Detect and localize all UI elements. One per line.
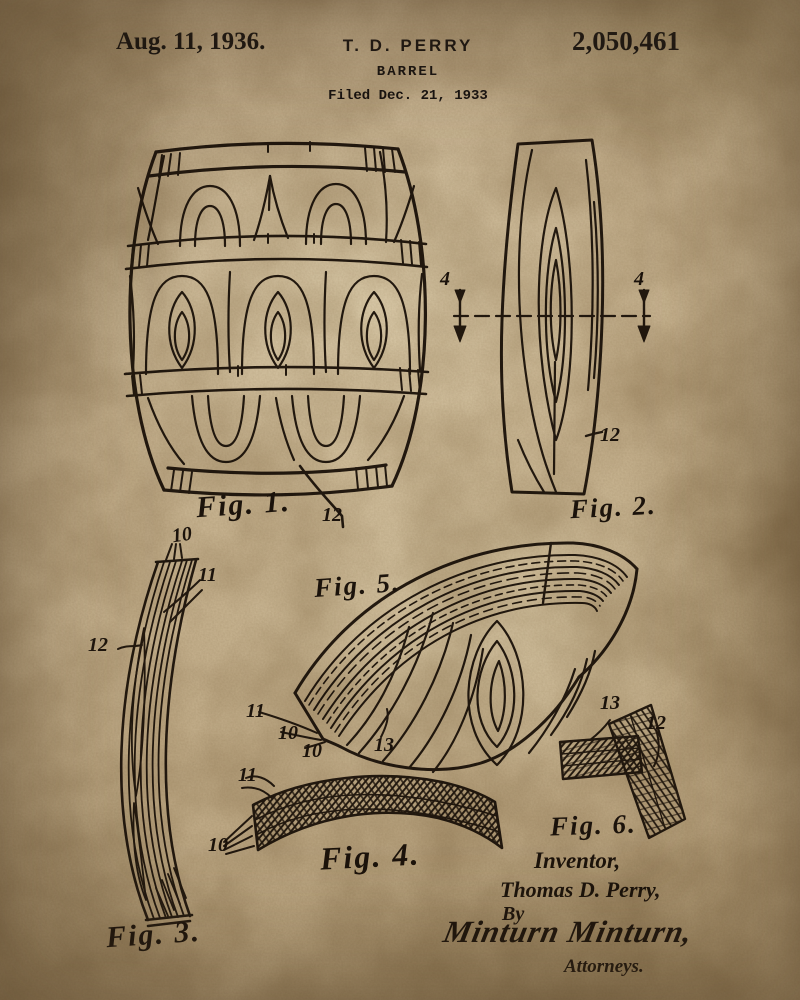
fig3-ref-11: 11 [198, 564, 217, 586]
fig6-caption: Fig. 6. [549, 808, 638, 842]
fig4-ref-11: 11 [238, 764, 257, 786]
fig2-ref-4-right: 4 [634, 268, 644, 290]
inventor-caption: Inventor, [534, 848, 621, 873]
patent-date: Aug. 11, 1936. [116, 28, 266, 55]
fig2-ref-12: 12 [600, 424, 620, 446]
patent-title: BARREL [376, 64, 440, 80]
fig1-ref-12: 12 [322, 504, 342, 526]
fig5-ref-11: 11 [246, 700, 265, 722]
barrel-wood-grain [128, 150, 424, 466]
fig1-barrel-drawing [123, 141, 430, 529]
fig2-caption: Fig. 2. [569, 489, 658, 525]
attorney-signature: Minturn Minturn, [440, 914, 697, 949]
fig4-ref-10: 10 [208, 834, 228, 856]
fig5-ref-13: 13 [374, 734, 394, 756]
patent-number: 2,050,461 [572, 26, 680, 56]
attorneys-label: Attorneys. [564, 956, 644, 977]
fig4-caption: Fig. 4. [319, 835, 422, 877]
stave-wood-grain [516, 148, 599, 494]
fig3-ref-12: 12 [88, 634, 108, 656]
fig3-caption: Fig. 3. [104, 914, 202, 955]
inventor-name-signature: Thomas D. Perry, [500, 877, 661, 902]
fig2-stave-drawing [452, 138, 652, 496]
fig1-caption: Fig. 1. [194, 484, 292, 525]
fig5-caption: Fig. 5. [313, 567, 402, 603]
fig3-ref-10: 10 [170, 522, 194, 548]
fig3-curved-stave-drawing [117, 543, 203, 928]
fig6-ref-12: 12 [646, 712, 666, 734]
fig5-ref-10b: 10 [302, 740, 322, 762]
fig2-ref-4-left: 4 [440, 268, 450, 290]
patent-inventor: T. D. PERRY [342, 36, 474, 55]
patent-filed-line: Filed Dec. 21, 1933 [328, 88, 488, 104]
fig5-ref-10a: 10 [278, 722, 298, 744]
fig6-ref-13: 13 [600, 692, 620, 714]
